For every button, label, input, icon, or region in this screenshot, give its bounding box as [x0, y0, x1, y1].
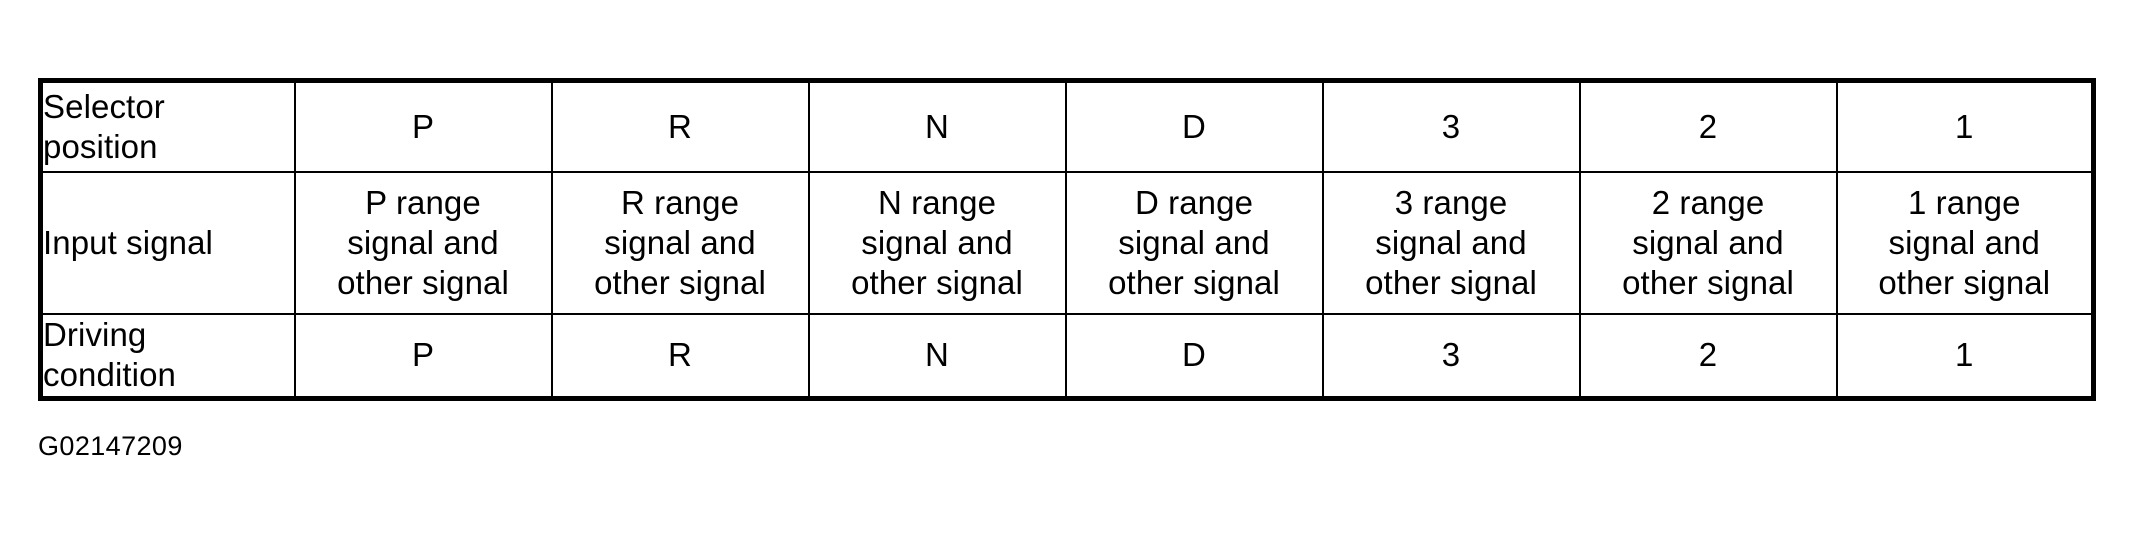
cell-driving-condition-p: P: [293, 313, 553, 399]
cell-selector-position-3: 3: [1321, 79, 1581, 173]
cell-driving-condition-r: R: [550, 313, 810, 399]
cell-line: signal and: [1632, 223, 1784, 261]
cell-line: 1 range: [1907, 183, 2021, 221]
row-label-line: position: [43, 128, 158, 165]
cell-line: 2: [1698, 107, 1718, 145]
cell-line: R range: [620, 183, 740, 221]
row-label-driving-condition: Driving condition: [39, 313, 296, 399]
cell-line: P range: [365, 183, 481, 221]
cell-line: N range: [877, 183, 997, 221]
cell-input-signal-p: P range signal and other signal: [293, 171, 553, 315]
cell-selector-position-d: D: [1064, 79, 1324, 173]
cell-line: 3: [1441, 336, 1461, 374]
row-label-selector-position: Selector position: [39, 79, 296, 173]
cell-line: R: [668, 336, 692, 374]
cell-selector-position-2: 2: [1578, 79, 1838, 173]
cell-line: 2 range: [1651, 183, 1765, 221]
cell-line: signal and: [861, 223, 1013, 261]
cell-line: signal and: [1118, 223, 1270, 261]
cell-line: 3 range: [1394, 183, 1508, 221]
row-label-line: Input signal: [43, 223, 213, 261]
cell-input-signal-n: N range signal and other signal: [807, 171, 1067, 315]
figure-caption: G02147209: [38, 431, 183, 461]
cell-driving-condition-1: 1: [1835, 313, 2095, 399]
cell-line: N: [925, 107, 949, 145]
cell-input-signal-1: 1 range signal and other signal: [1835, 171, 2095, 315]
cell-line: 2: [1698, 336, 1718, 374]
cell-line: other signal: [594, 264, 766, 302]
cell-input-signal-2: 2 range signal and other signal: [1578, 171, 1838, 315]
cell-input-signal-3: 3 range signal and other signal: [1321, 171, 1581, 315]
row-label-line: Driving: [43, 316, 147, 353]
cell-line: 3: [1441, 107, 1461, 145]
cell-selector-position-r: R: [550, 79, 810, 173]
cell-input-signal-d: D range signal and other signal: [1064, 171, 1324, 315]
cell-line: signal and: [347, 223, 499, 261]
cell-line: R: [668, 107, 692, 145]
row-label-line: Selector: [43, 87, 165, 125]
table-row-selector-position: Selector position P R N D: [39, 79, 2095, 173]
row-label-input-signal: Input signal: [39, 171, 296, 315]
cell-line: 1: [1955, 107, 1974, 145]
cell-line: other signal: [1365, 264, 1537, 302]
table-row-input-signal: Input signal P range signal and other si…: [39, 171, 2095, 315]
cell-line: D: [1182, 336, 1206, 374]
cell-line: other signal: [1878, 264, 2051, 302]
cell-line: signal and: [1375, 223, 1527, 261]
table-row-driving-condition: Driving condition P R N D: [39, 313, 2095, 399]
cell-line: D: [1182, 107, 1206, 145]
cell-driving-condition-3: 3: [1321, 313, 1581, 399]
cell-line: P: [411, 336, 435, 374]
cell-selector-position-n: N: [807, 79, 1067, 173]
row-label-line: condition: [43, 356, 176, 394]
cell-line: 1: [1955, 336, 1974, 374]
cell-driving-condition-2: 2: [1578, 313, 1838, 399]
cell-line: other signal: [851, 264, 1023, 302]
cell-line: P: [411, 107, 435, 145]
cell-line: N: [925, 336, 949, 374]
cell-line: other signal: [1108, 264, 1280, 302]
cell-line: other signal: [1622, 264, 1794, 302]
cell-line: D range: [1134, 183, 1254, 221]
selector-position-table-wrapper: Selector position P R N D: [38, 78, 2096, 401]
cell-driving-condition-n: N: [807, 313, 1067, 399]
cell-line: signal and: [1888, 223, 2040, 261]
cell-selector-position-p: P: [293, 79, 553, 173]
cell-input-signal-r: R range signal and other signal: [550, 171, 810, 315]
cell-selector-position-1: 1: [1835, 79, 2095, 173]
table-body: Selector position P R N D: [39, 79, 2095, 399]
cell-line: other signal: [337, 264, 509, 302]
cell-driving-condition-d: D: [1064, 313, 1324, 399]
selector-position-table: Selector position P R N D: [38, 78, 2096, 401]
cell-line: signal and: [604, 223, 756, 261]
